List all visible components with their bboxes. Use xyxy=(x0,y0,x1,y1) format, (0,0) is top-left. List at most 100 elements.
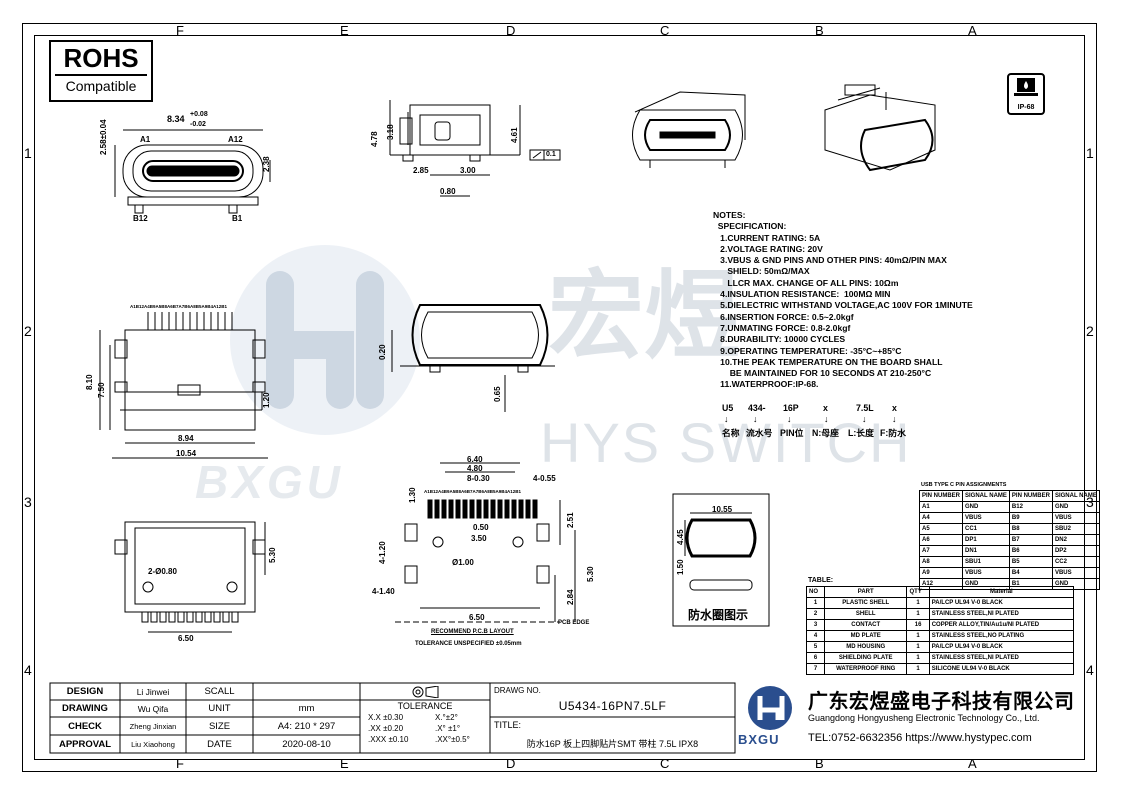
table-cell: 1 xyxy=(906,630,930,642)
drawing-no-label: DRAWG NO. xyxy=(494,685,541,695)
dim-pcb-480: 4.80 xyxy=(467,464,483,473)
pn-arrow: ↓ xyxy=(753,414,758,424)
tolerance-row: .XXX ±0.10 xyxy=(368,735,409,744)
table-cell: A8 xyxy=(918,556,964,568)
ring-view xyxy=(391,304,555,412)
table-cell: PLASTIC SHELL xyxy=(823,597,908,609)
pn-arrow: ↓ xyxy=(824,414,829,424)
dim-pcb-hole: Ø1.00 xyxy=(452,558,474,567)
table-cell: SHELL xyxy=(823,608,908,620)
side-view xyxy=(389,100,561,197)
notes-block: NOTES: SPECIFICATION: 1.CURRENT RATING: … xyxy=(713,210,973,391)
notes-line: 4.INSULATION RESISTANCE: 100MΩ MIN xyxy=(713,289,891,300)
date-label: DATE xyxy=(207,738,232,750)
company-name-cn: 广东宏煜盛电子科技有限公司 xyxy=(808,691,1075,713)
company-contact: TEL:0752-6632356 https://www.hystypec.co… xyxy=(808,732,1032,744)
dim-top-height: 2.58±0.04 xyxy=(99,119,108,155)
dim-ring-065: 0.65 xyxy=(493,386,502,402)
table-cell: DN1 xyxy=(962,545,1010,557)
table-header: PART xyxy=(823,586,908,598)
pn-code: x xyxy=(823,403,828,413)
front-pin-labels: A1B12A4B9A5B8A6B7A7B6A8B5A9B4A12B1 xyxy=(130,304,228,309)
table-cell: A1 xyxy=(918,501,964,513)
notes-line: 3.VBUS & GND PINS AND OTHER PINS: 40mΩ/P… xyxy=(713,255,947,266)
pn-code: 434- xyxy=(748,403,766,413)
pn-meaning: 流水号 xyxy=(746,428,773,438)
watermark-logo-mark xyxy=(230,245,420,435)
notes-line: 1.CURRENT RATING: 5A xyxy=(713,232,821,243)
notes-line: 6.INSERTION FORCE: 0.5~2.0kgf xyxy=(713,311,854,322)
drawing-title: 防水16P 板上四脚贴片SMT 带柱 7.5L IPX8 xyxy=(526,738,699,749)
zone-left-2: 2 xyxy=(24,323,32,339)
dim-top-tol-minus: -0.02 xyxy=(190,121,206,128)
table-cell: B7 xyxy=(1008,534,1053,546)
dim-pcb-530: 5.30 xyxy=(586,566,595,582)
tolerance-row: X.X ±0.30 xyxy=(368,713,404,722)
dim-top-tol-plus: +0.08 xyxy=(190,111,208,118)
dim-bottom-650: 6.50 xyxy=(178,634,194,643)
3d-back-view xyxy=(824,84,936,172)
table-header: PIN NUMBER xyxy=(1008,490,1053,502)
dim-side-285: 2.85 xyxy=(413,166,429,175)
zone-right-4: 4 xyxy=(1086,662,1094,678)
table-cell: B6 xyxy=(1008,545,1053,557)
table-cell: GND xyxy=(1051,501,1100,513)
bottom-view xyxy=(114,521,266,633)
pn-meaning: L:长度 xyxy=(848,428,874,438)
tolerance-row: .X° ±1° xyxy=(435,724,461,733)
dim-wp-150: 1.50 xyxy=(676,559,685,575)
scale-value xyxy=(253,683,360,700)
table-cell: B4 xyxy=(1008,567,1053,579)
pn-code: 7.5L xyxy=(856,403,874,413)
zone-bottom-e: E xyxy=(340,756,349,771)
table-cell: DP1 xyxy=(962,534,1010,546)
table-cell: B12 xyxy=(1008,501,1053,513)
inner-frame xyxy=(34,35,1085,760)
tolerance-row: .XX ±0.20 xyxy=(368,724,404,733)
table-cell: VBUS xyxy=(962,512,1010,524)
drawing-no: U5434-16PN7.5LF xyxy=(558,699,667,713)
pin-b12-label: B12 xyxy=(133,214,148,223)
dim-top-width: 8.34 xyxy=(167,114,185,124)
notes-line: 2.VOLTAGE RATING: 20V xyxy=(713,243,823,254)
notes-line: 10.THE PEAK TEMPERATURE ON THE BOARD SHA… xyxy=(713,356,943,367)
table-header: SIGNAL NAME xyxy=(962,490,1010,502)
notes-line: 11.WATERPROOF:IP-68. xyxy=(713,379,819,390)
dim-pcb-4120: 4-1.20 xyxy=(378,541,387,564)
table-cell: SILICONE UL94 V-0 BLACK xyxy=(928,663,1075,675)
zone-right-2: 2 xyxy=(1086,323,1094,339)
table-header: QTY xyxy=(906,586,930,598)
dim-pcb-284: 2.84 xyxy=(566,589,575,605)
pn-meaning: 名称 xyxy=(722,428,740,438)
pin-table-title: USB TYPE C PIN ASSIGNMENTS xyxy=(921,482,1007,488)
pin-a1-label: A1 xyxy=(140,135,151,144)
pn-meaning: F:防水 xyxy=(880,428,906,438)
table-header: NO xyxy=(806,586,825,598)
table-cell: MD HOUSING xyxy=(823,641,908,653)
ring-illustration xyxy=(672,493,770,627)
unit-label: UNIT xyxy=(208,703,231,714)
approval-name: Liu Xiaohong xyxy=(131,739,175,749)
zone-top-c: C xyxy=(660,23,670,38)
pin-a12-label: A12 xyxy=(228,135,243,144)
zone-top-e: E xyxy=(340,23,349,38)
top-view xyxy=(114,129,271,214)
table-cell: B8 xyxy=(1008,523,1053,535)
table-cell: B9 xyxy=(1008,512,1053,524)
table-header: Material xyxy=(928,586,1075,598)
dim-side-478: 4.78 xyxy=(370,131,379,147)
company-name-en: Guangdong Hongyusheng Electronic Technol… xyxy=(808,713,1040,723)
notes-heading: NOTES: xyxy=(713,210,746,220)
check-label: CHECK xyxy=(68,720,102,732)
drawing-label: DRAWING xyxy=(62,703,108,714)
table-cell: VBUS xyxy=(962,567,1010,579)
table-cell: 6 xyxy=(806,652,825,664)
table-cell: CONTACT xyxy=(823,619,908,631)
